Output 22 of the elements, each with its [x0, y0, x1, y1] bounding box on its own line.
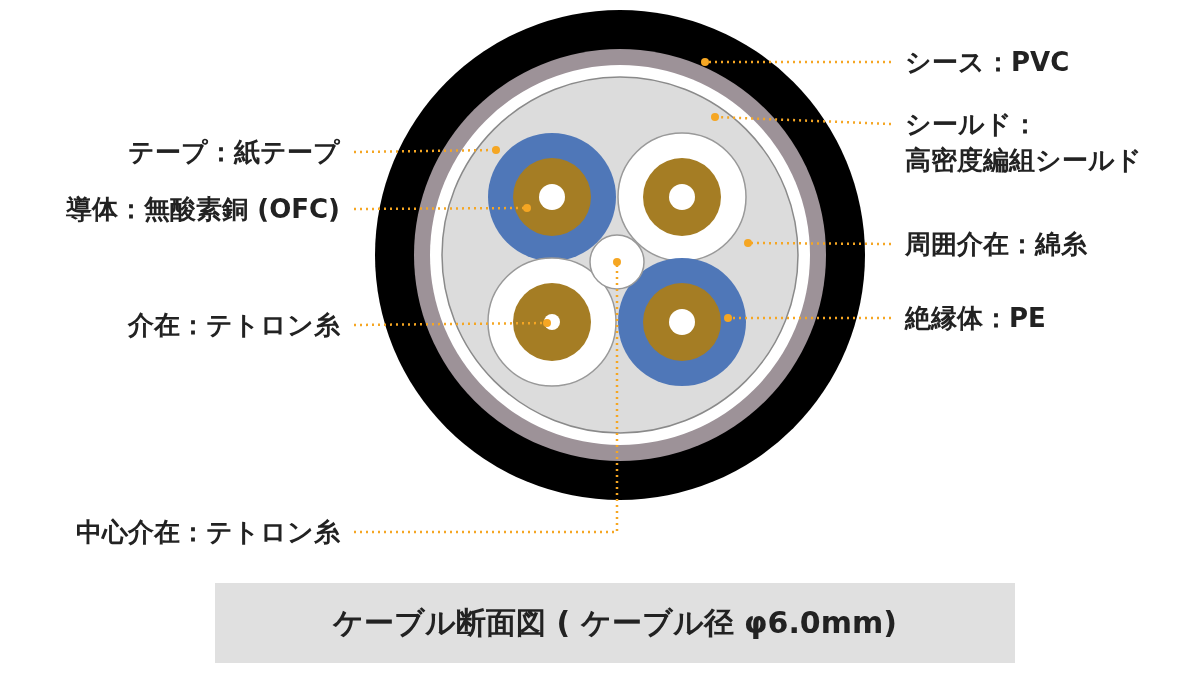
callout-label: シース：PVC: [905, 44, 1070, 80]
callout-label: 中心介在：テトロン糸: [76, 514, 340, 550]
leader-line: [744, 239, 891, 247]
conductor: [513, 158, 591, 236]
callout-label: 導体：無酸素銅 (OFC): [66, 191, 340, 227]
leader-line: [701, 58, 891, 66]
sheath-layer: [375, 10, 865, 500]
leader-line: [711, 113, 892, 126]
center-filler: [589, 234, 645, 290]
leader-line: [724, 314, 891, 322]
callout-label: シールド： 高密度編組シールド: [905, 106, 1142, 178]
leader-line: [354, 146, 500, 154]
leader-line: [354, 258, 621, 534]
leader-line: [354, 319, 551, 327]
callout-label: 周囲介在：綿糸: [905, 226, 1087, 262]
insulation: [618, 258, 746, 386]
callout-label: 介在：テトロン糸: [128, 307, 340, 343]
filler-strand: [487, 257, 617, 387]
leader-line: [354, 204, 531, 212]
caption-bar: ケーブル断面図 ( ケーブル径 φ6.0mm): [215, 583, 1015, 663]
callout-label: テープ：紙テープ: [128, 134, 340, 170]
callout-label: 絶縁体：PE: [905, 300, 1046, 336]
